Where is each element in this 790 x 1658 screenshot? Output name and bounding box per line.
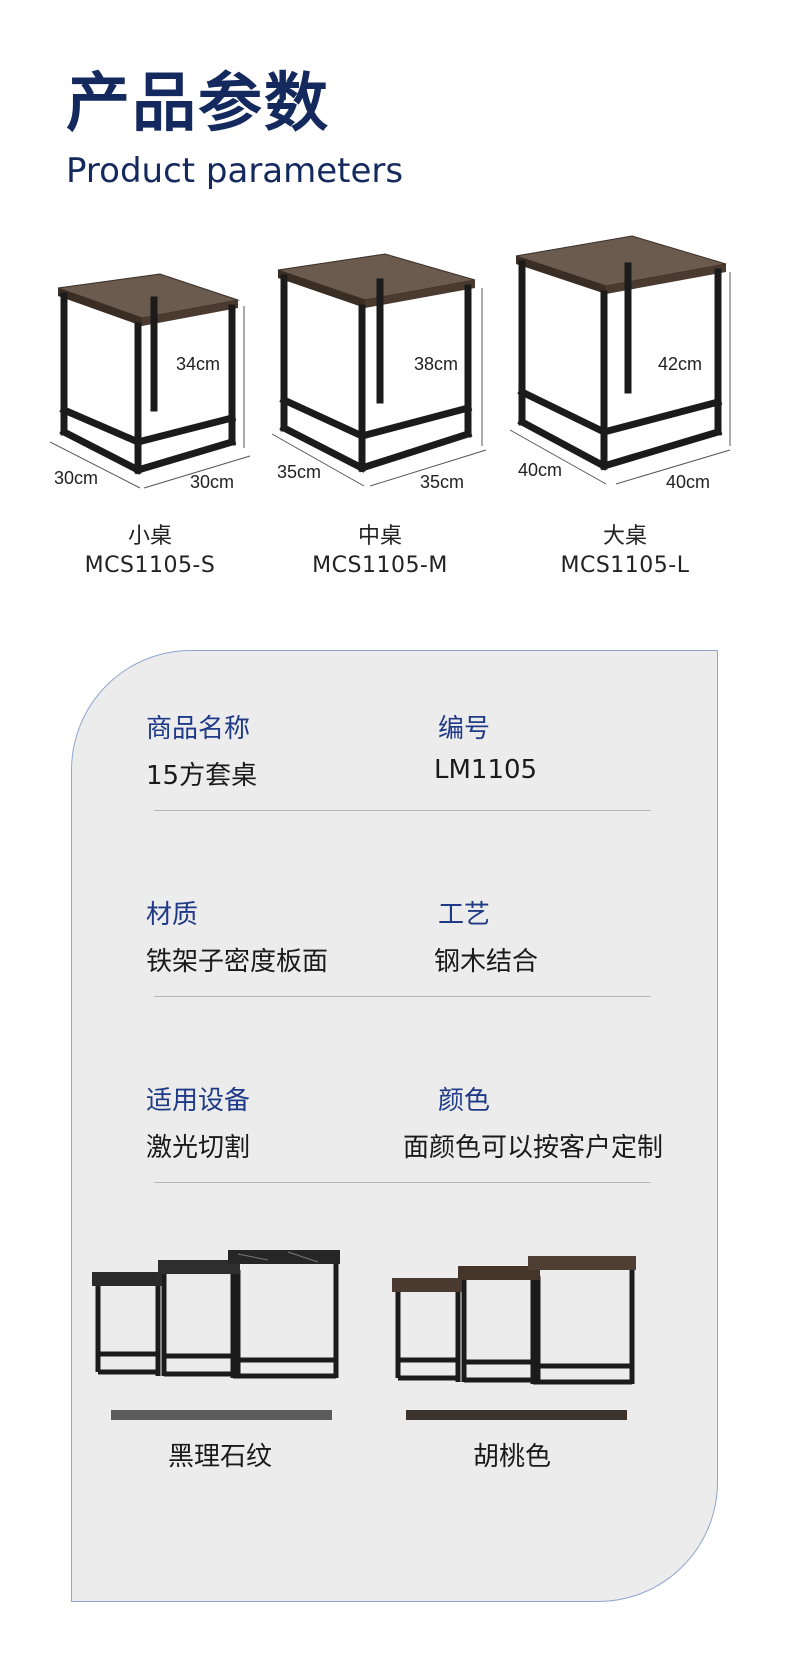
- large-table-width: 40cm: [518, 460, 563, 480]
- spec-value-material: 铁架子密度板面: [146, 947, 329, 977]
- spec-value-craft: 钢木结合: [434, 947, 539, 977]
- small-table-illustration: [50, 273, 251, 489]
- large-table-name: 大桌: [602, 524, 647, 549]
- spec-label-material: 材质: [146, 900, 199, 930]
- walnut-swatch: [406, 1410, 627, 1420]
- black-marble-label: 黑理石纹: [167, 1442, 272, 1472]
- large-table-code: MCS1105-L: [560, 553, 690, 578]
- spec-value-color: 面颜色可以按客户定制: [403, 1133, 664, 1163]
- spec-panel: [71, 650, 718, 1602]
- medium-table-depth: 35cm: [420, 472, 465, 492]
- medium-table-height: 38cm: [414, 354, 459, 374]
- spec-value-equipment: 激光切割: [146, 1133, 251, 1163]
- spec-label-craft: 工艺: [438, 900, 491, 930]
- small-table-code: MCS1105-S: [84, 553, 216, 578]
- spec-label-color: 颜色: [438, 1086, 491, 1116]
- spec-value-product-name: 15方套桌: [146, 761, 258, 791]
- small-table-depth: 30cm: [190, 472, 235, 492]
- spec-label-product-name: 商品名称: [146, 714, 251, 744]
- black-marble-swatch: [111, 1410, 332, 1420]
- spec-label-equipment: 适用设备: [146, 1086, 251, 1116]
- black-marble-tables-photo: [92, 1250, 340, 1379]
- page-title: 产品参数: [66, 67, 330, 141]
- large-table-illustration: [509, 235, 731, 485]
- medium-table-width: 35cm: [277, 462, 322, 482]
- page-subtitle: Product parameters: [66, 151, 404, 191]
- medium-table-name: 中桌: [357, 524, 402, 549]
- small-table-name: 小桌: [127, 524, 172, 549]
- medium-table-code: MCS1105-M: [312, 553, 448, 578]
- spec-value-code: LM1105: [434, 755, 538, 785]
- spec-divider: [154, 810, 651, 811]
- medium-table-illustration: [271, 253, 487, 487]
- walnut-label: 胡桃色: [472, 1442, 551, 1472]
- small-table-height: 34cm: [176, 354, 221, 374]
- large-table-height: 42cm: [658, 354, 703, 374]
- small-table-width: 30cm: [54, 468, 99, 488]
- large-table-depth: 40cm: [666, 472, 711, 492]
- spec-label-code: 编号: [438, 714, 491, 744]
- walnut-tables-photo: [392, 1256, 636, 1385]
- spec-divider: [154, 996, 651, 997]
- spec-divider: [154, 1182, 651, 1183]
